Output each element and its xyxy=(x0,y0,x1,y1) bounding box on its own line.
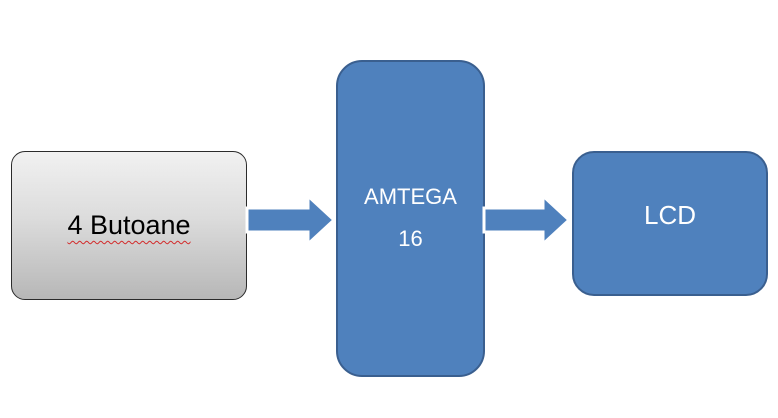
buttons-block: 4 Butoane xyxy=(11,151,247,300)
mcu-block: AMTEGA 16 xyxy=(336,60,485,377)
arrow-mcu-to-lcd xyxy=(482,192,572,248)
mcu-block-label-line2: 16 xyxy=(398,226,423,251)
arrow-buttons-to-mcu xyxy=(245,192,337,248)
lcd-block: LCD xyxy=(572,151,768,296)
lcd-block-label: LCD xyxy=(643,200,696,230)
mcu-block-label-line1: AMTEGA xyxy=(364,184,457,209)
buttons-block-label: 4 Butoane xyxy=(67,210,191,240)
